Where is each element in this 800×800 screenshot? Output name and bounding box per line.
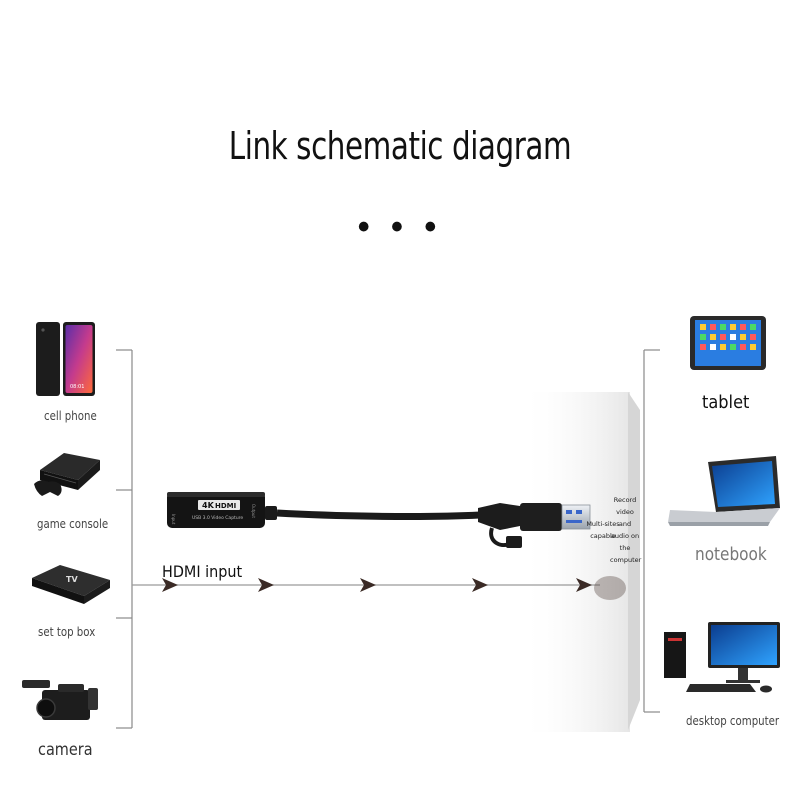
note-right: Record video and audio on the computer [610,494,642,566]
svg-text:4K: 4K [202,501,215,510]
note-right-line: the [619,544,631,552]
signal-line [132,576,626,600]
hdmi-input-label: HDMI input [162,562,243,581]
label-set-top-box: set top box [38,625,96,639]
note-right-line: Record [613,496,637,504]
left-bracket [116,349,133,729]
note-left: Multi-sites capable [586,518,620,542]
label-camera: camera [38,740,93,760]
svg-text:USB 3.0 Video Capture: USB 3.0 Video Capture [192,515,243,521]
svg-text:TV: TV [66,575,78,584]
svg-text:Input: Input [171,514,176,525]
note-left-line: Multi-sites [586,520,620,528]
svg-text:08:01: 08:01 [70,384,84,390]
shadow-panel [520,392,630,732]
game-console-icon [34,453,100,496]
capture-card: 4K HDMI USB 3.0 Video Capture Input Outp… [167,492,265,528]
note-right-line: and [618,520,632,528]
label-tablet: tablet [702,392,750,413]
arrow-icon [162,578,178,592]
label-desktop-computer: desktop computer [686,714,780,728]
note-right-line: computer [610,556,642,564]
label-notebook: notebook [695,544,767,565]
svg-text:HDMI: HDMI [215,502,236,510]
note-right-line: video [616,508,634,516]
tablet-icon [690,316,766,370]
svg-text:Output: Output [251,504,256,518]
arrow-icon [472,578,488,592]
label-game-console: game console [37,517,109,531]
right-bracket [643,349,660,713]
laptop-icon [668,456,780,526]
note-right-line: audio on [610,532,640,540]
arrow-icon [360,578,376,592]
shadow-edge [628,392,640,730]
diagram-title: Link schematic diagram [228,124,572,168]
note-left-line: capable [590,532,616,540]
arrow-icon [258,578,274,592]
desktop-computer-icon [664,622,780,693]
video-camera-icon [22,680,98,720]
cell-phone-icon: 08:01 [36,322,95,396]
arrow-icon [576,578,592,592]
label-cell-phone: cell phone [44,409,97,423]
ellipsis-dots: • • • [357,208,443,246]
usb-cable [265,503,591,548]
set-top-box-icon: TV [32,565,110,604]
